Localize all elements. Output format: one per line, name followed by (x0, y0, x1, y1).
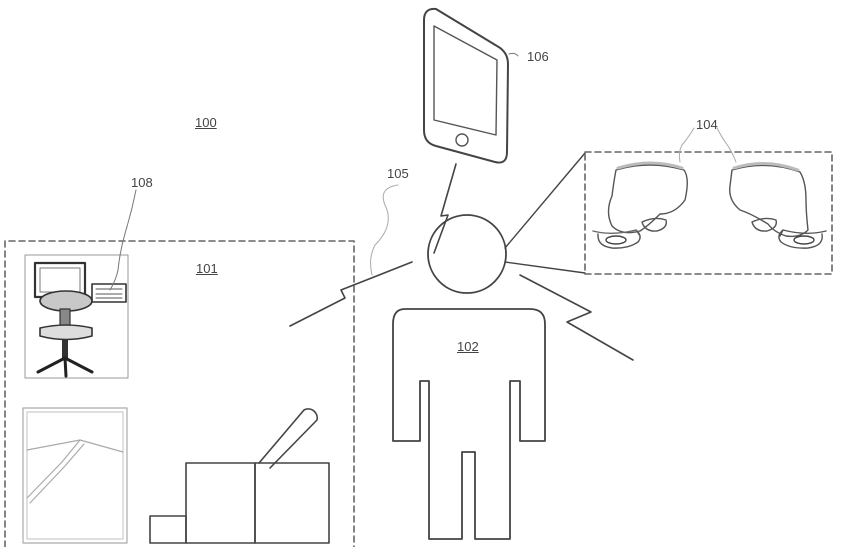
smartphone (424, 9, 508, 163)
label-105-leader (371, 185, 398, 275)
label-101: 101 (196, 262, 218, 275)
computer-desk-scene (25, 255, 128, 378)
user-head (428, 215, 506, 293)
wireless-link-right (520, 275, 633, 360)
sofa-recliner (150, 409, 329, 543)
label-106-leader (509, 53, 518, 56)
label-104-leader (679, 128, 736, 162)
label-108: 108 (131, 176, 153, 189)
label-100: 100 (195, 116, 217, 129)
label-102: 102 (457, 340, 479, 353)
label-106: 106 (527, 50, 549, 63)
wireless-link-phone (434, 164, 456, 253)
environment-boundary (5, 241, 354, 547)
bed (23, 408, 127, 543)
earbuds (593, 163, 826, 248)
inset-pointer-lines (505, 153, 585, 273)
label-108-leader (110, 190, 136, 290)
label-104: 104 (696, 118, 718, 131)
label-105: 105 (387, 167, 409, 180)
